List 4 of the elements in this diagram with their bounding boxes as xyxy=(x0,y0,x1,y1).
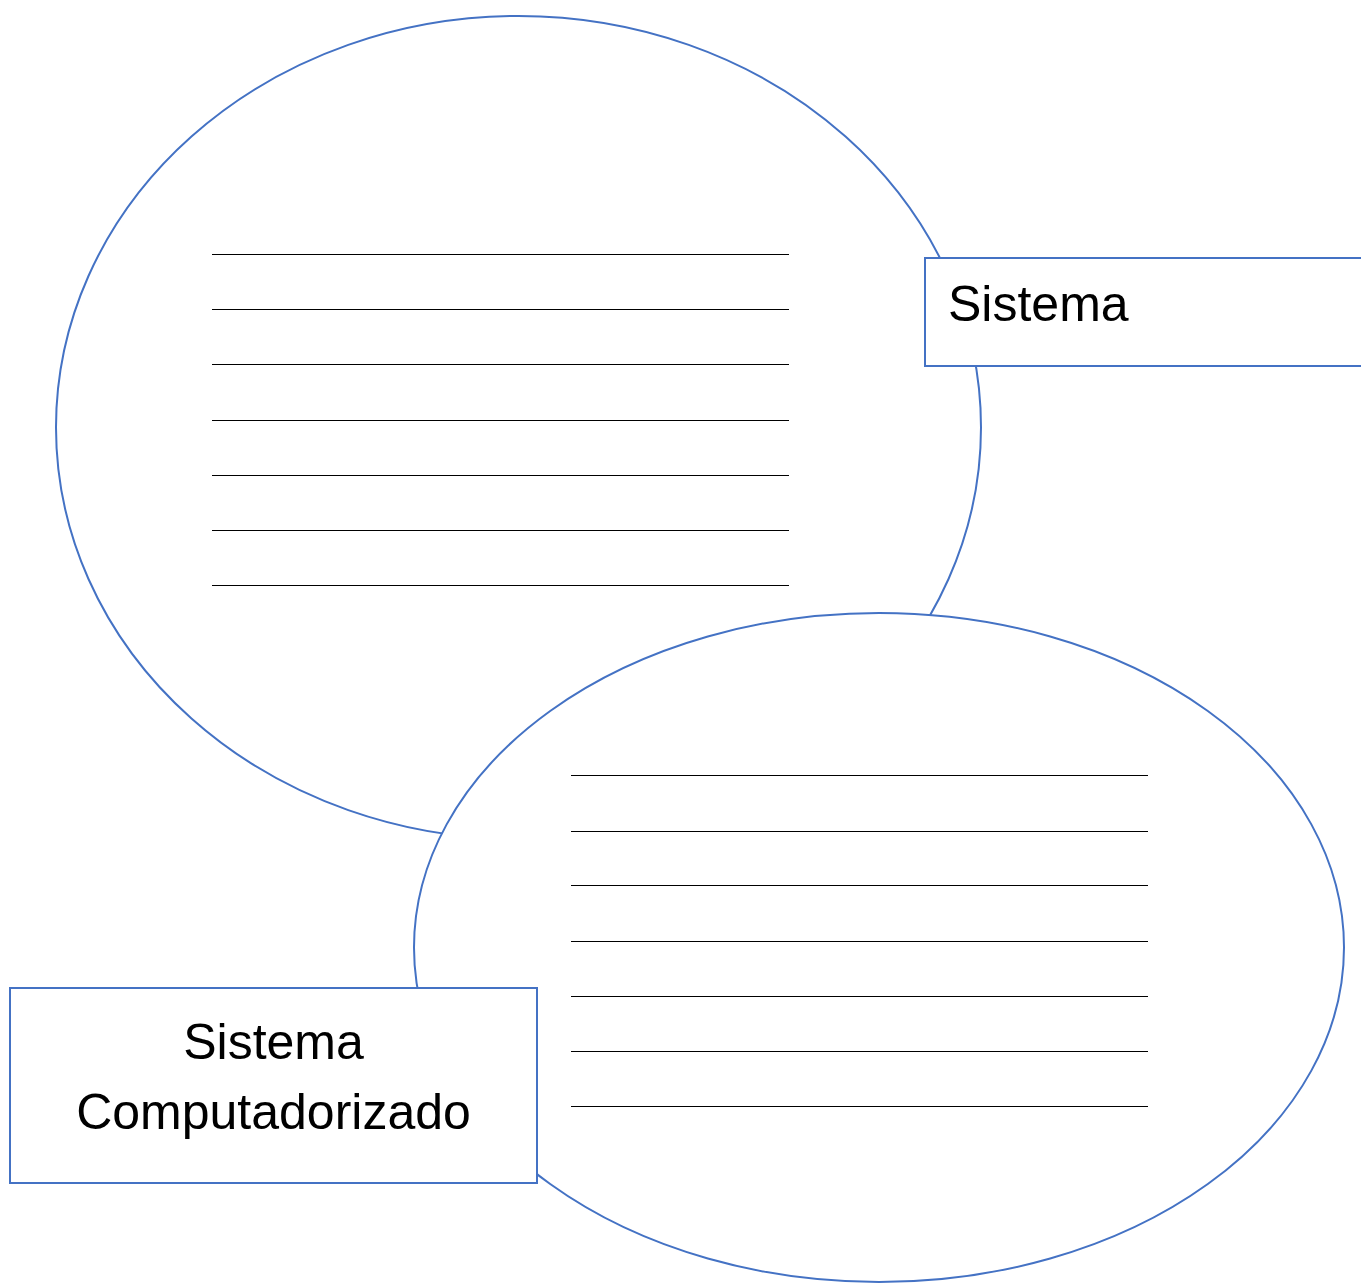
text-box xyxy=(9,987,538,1184)
box-label: Sistema Computadorizado xyxy=(75,1013,472,1142)
text-box xyxy=(924,257,1361,367)
box-label: Sistema xyxy=(948,275,1129,334)
